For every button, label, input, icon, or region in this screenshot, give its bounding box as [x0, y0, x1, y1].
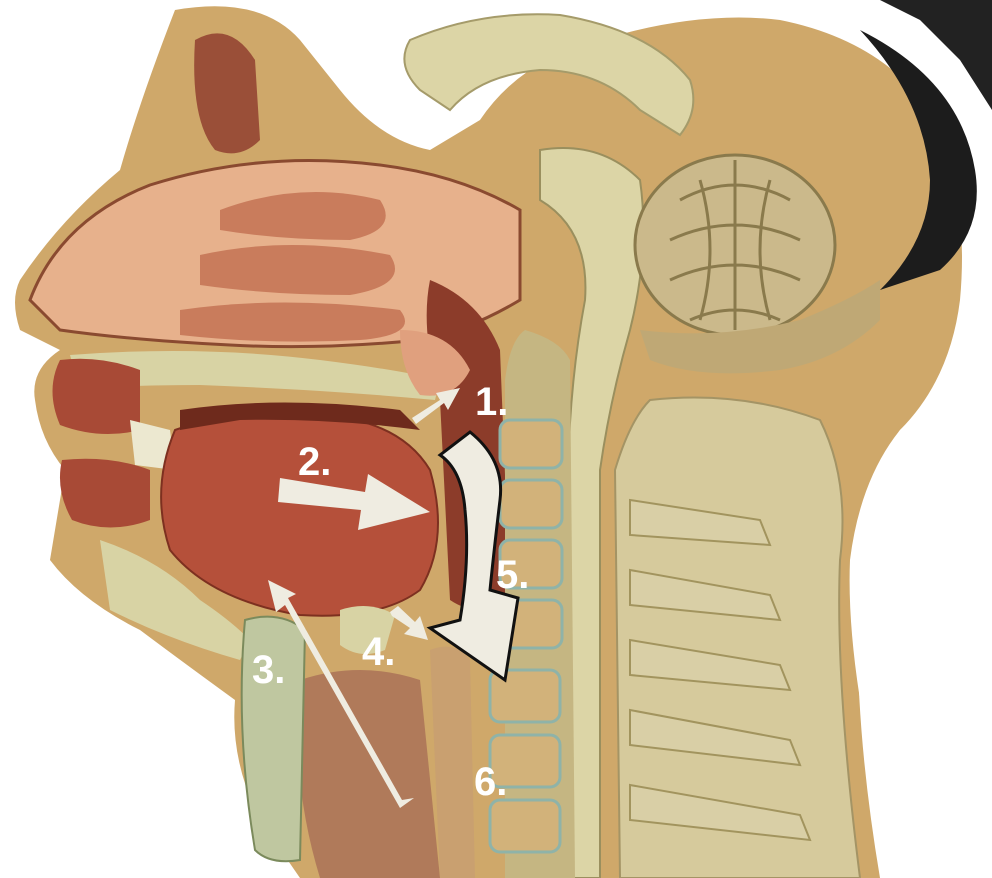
- label-6: 6.: [474, 760, 507, 804]
- label-5: 5.: [496, 553, 529, 597]
- nasal-turbinate-middle: [200, 245, 395, 295]
- label-1: 1.: [475, 380, 508, 424]
- larynx: [298, 670, 441, 878]
- upper-lip: [53, 359, 141, 434]
- cerebellum: [635, 155, 835, 335]
- label-4: 4.: [362, 630, 395, 674]
- label-2: 2.: [298, 440, 331, 484]
- nasal-turbinate-lower: [180, 303, 405, 342]
- lower-lip: [60, 459, 150, 528]
- label-3: 3.: [252, 648, 285, 692]
